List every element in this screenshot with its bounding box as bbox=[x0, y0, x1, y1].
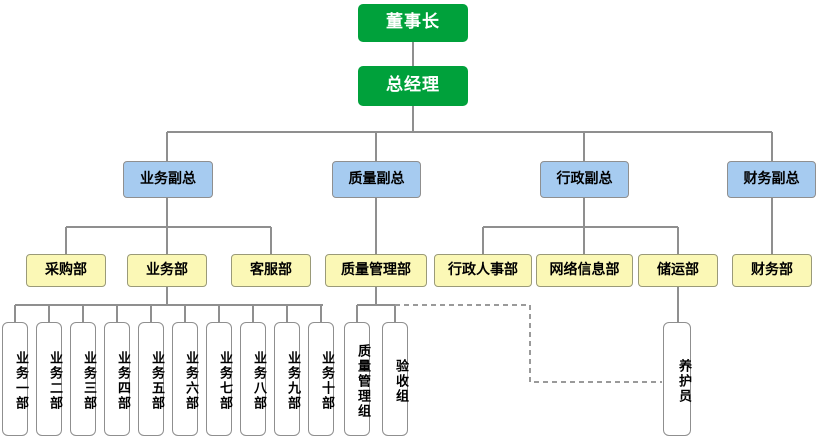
node-team-business-1-label: 业务一部 bbox=[13, 351, 28, 411]
node-team-business-6[interactable]: 业务六部 bbox=[172, 322, 198, 436]
node-dept-purchasing-label: 采购部 bbox=[45, 262, 87, 279]
node-dept-quality-management-label: 质量管理部 bbox=[341, 262, 411, 279]
node-dept-customer-service[interactable]: 客服部 bbox=[231, 254, 311, 287]
node-team-business-1[interactable]: 业务一部 bbox=[2, 322, 28, 436]
node-dept-network-information-label: 网络信息部 bbox=[549, 262, 620, 279]
node-dept-business[interactable]: 业务部 bbox=[127, 254, 207, 287]
node-vp-finance-label: 财务副总 bbox=[743, 171, 800, 188]
node-team-acceptance-group-label: 验收组 bbox=[393, 358, 408, 404]
node-team-quality-management-group-label: 质量管理组 bbox=[355, 343, 370, 419]
node-team-business-2[interactable]: 业务二部 bbox=[36, 322, 62, 436]
node-vp-administration[interactable]: 行政副总 bbox=[540, 161, 629, 198]
node-vp-finance[interactable]: 财务副总 bbox=[727, 161, 816, 198]
node-dept-quality-management[interactable]: 质量管理部 bbox=[325, 254, 427, 287]
wire-dashed-quality-to-caretaker bbox=[395, 304, 662, 383]
node-dept-finance[interactable]: 财务部 bbox=[732, 254, 812, 287]
node-team-business-5-label: 业务五部 bbox=[149, 351, 164, 411]
node-team-business-7-label: 业务七部 bbox=[217, 351, 232, 411]
node-dept-customer-service-label: 客服部 bbox=[250, 262, 292, 279]
node-team-business-10[interactable]: 业务十部 bbox=[308, 322, 334, 436]
node-dept-network-information[interactable]: 网络信息部 bbox=[536, 254, 633, 287]
node-dept-admin-hr-label: 行政人事部 bbox=[448, 262, 518, 279]
node-team-business-6-label: 业务六部 bbox=[183, 351, 198, 411]
node-dept-admin-hr[interactable]: 行政人事部 bbox=[434, 254, 532, 287]
node-vp-quality-label: 质量副总 bbox=[348, 171, 405, 188]
node-team-caretaker[interactable]: 养护员 bbox=[663, 322, 691, 436]
node-team-business-8-label: 业务八部 bbox=[251, 351, 266, 411]
node-chairman[interactable]: 董事长 bbox=[358, 4, 468, 42]
node-team-business-7[interactable]: 业务七部 bbox=[206, 322, 232, 436]
node-team-business-10-label: 业务十部 bbox=[319, 351, 334, 411]
node-dept-business-label: 业务部 bbox=[146, 262, 188, 279]
node-team-business-2-label: 业务二部 bbox=[47, 351, 62, 411]
node-team-business-4[interactable]: 业务四部 bbox=[104, 322, 130, 436]
node-team-business-3-label: 业务三部 bbox=[81, 351, 96, 411]
node-team-caretaker-label: 养护员 bbox=[676, 358, 691, 404]
node-team-business-9[interactable]: 业务九部 bbox=[274, 322, 300, 436]
node-dept-finance-label: 财务部 bbox=[751, 262, 793, 279]
node-vp-quality[interactable]: 质量副总 bbox=[332, 161, 421, 198]
node-team-quality-management-group[interactable]: 质量管理组 bbox=[344, 322, 370, 436]
node-team-business-5[interactable]: 业务五部 bbox=[138, 322, 164, 436]
node-general-manager[interactable]: 总经理 bbox=[358, 66, 468, 106]
node-dept-storage-transport-label: 储运部 bbox=[657, 262, 699, 279]
node-vp-administration-label: 行政副总 bbox=[556, 171, 613, 188]
node-team-business-9-label: 业务九部 bbox=[285, 351, 300, 411]
node-vp-business-label: 业务副总 bbox=[140, 171, 196, 188]
node-team-business-8[interactable]: 业务八部 bbox=[240, 322, 266, 436]
node-dept-purchasing[interactable]: 采购部 bbox=[26, 254, 106, 287]
node-chairman-label: 董事长 bbox=[386, 12, 440, 33]
node-team-business-4-label: 业务四部 bbox=[115, 351, 130, 411]
node-vp-business[interactable]: 业务副总 bbox=[123, 161, 213, 198]
node-dept-storage-transport[interactable]: 储运部 bbox=[638, 254, 718, 287]
node-team-acceptance-group[interactable]: 验收组 bbox=[382, 322, 408, 436]
node-general-manager-label: 总经理 bbox=[386, 75, 440, 96]
node-team-business-3[interactable]: 业务三部 bbox=[70, 322, 96, 436]
